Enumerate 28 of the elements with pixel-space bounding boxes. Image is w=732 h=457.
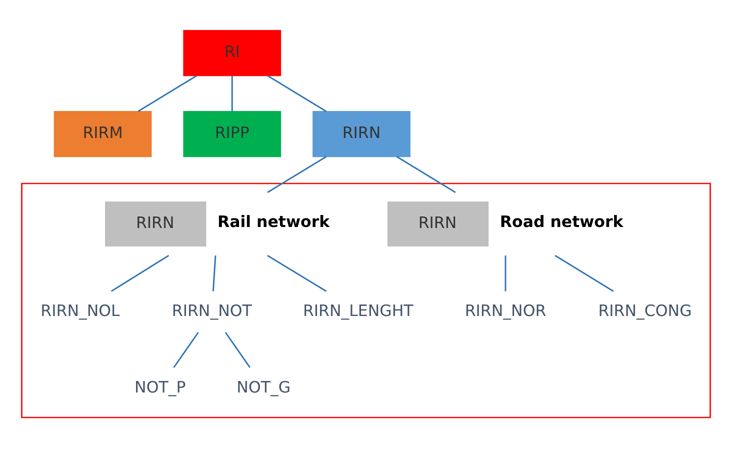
node-box: RIRN: [105, 202, 206, 246]
connector: [267, 75, 327, 112]
node-text: RIRN_LENGHT: [302, 300, 414, 320]
connector: [110, 254, 170, 292]
node-text: NOT_P: [134, 377, 186, 396]
connector: [267, 254, 327, 292]
connector: [224, 332, 251, 368]
connector: [212, 255, 216, 292]
cluster: [21, 182, 711, 418]
node-text: RIRN_CONG: [598, 300, 692, 320]
node-box: RIRN: [387, 202, 489, 246]
connector: [173, 332, 199, 368]
connector: [396, 156, 456, 193]
node-text: RIRN_NOT: [172, 300, 252, 320]
node-box: RI: [183, 30, 282, 76]
node-label: Road network: [500, 212, 624, 232]
node-text: RIRN_NOR: [464, 300, 546, 320]
connector: [504, 256, 506, 292]
connector: [554, 254, 614, 292]
node-label: Rail network: [218, 212, 330, 232]
node-box: RIRN: [312, 110, 410, 158]
connector: [138, 75, 198, 112]
node-text: NOT_G: [236, 377, 291, 396]
node-box: RIRM: [54, 110, 152, 158]
connector: [231, 76, 233, 112]
node-box: RIPP: [183, 110, 282, 158]
node-text: RIRN_NOL: [40, 300, 120, 320]
connector: [267, 156, 327, 193]
